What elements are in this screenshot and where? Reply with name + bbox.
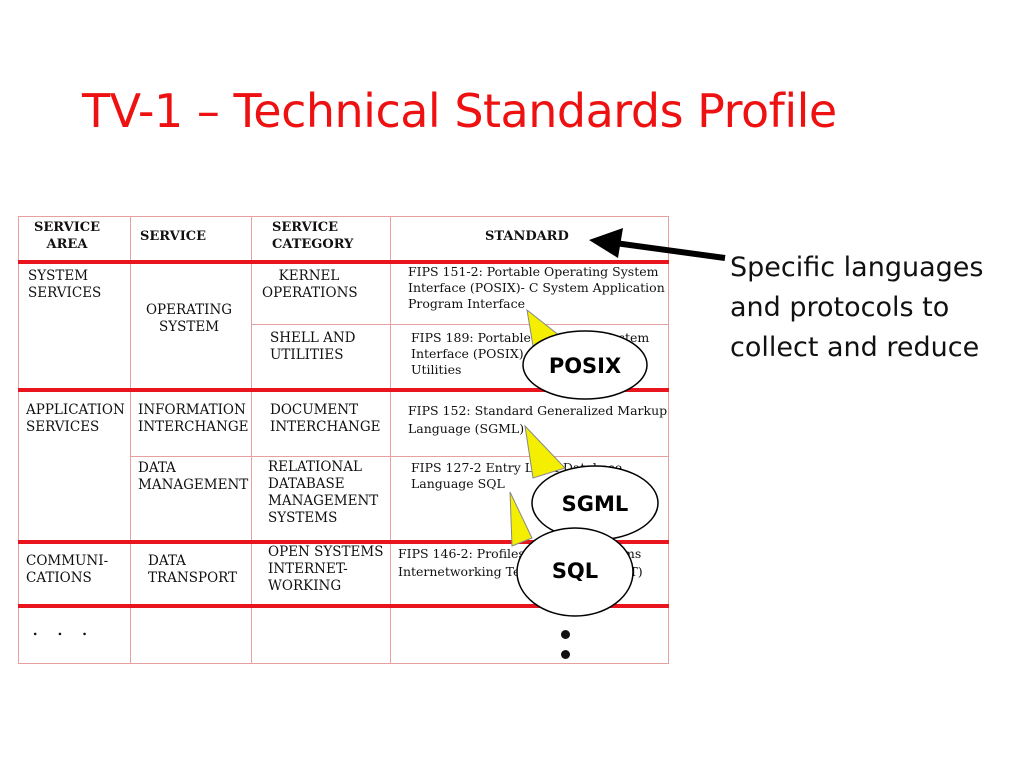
bullet-dot-1: [561, 630, 570, 639]
sql-callout: SQL: [509, 491, 634, 617]
annotation-line-2: and protocols to: [730, 292, 950, 323]
cell-area-communications: COMMUNI-CATIONS: [26, 553, 109, 586]
arrow-icon: [589, 228, 726, 261]
sgml-callout: SGML: [524, 424, 659, 541]
row-divider-data-mgmt: [130, 456, 669, 457]
annotation-line-1: Specific languages: [730, 252, 984, 283]
section-rule-1: [18, 388, 669, 392]
col-divider-3: [390, 216, 391, 664]
posix-label: POSIX: [549, 354, 621, 378]
posix-callout: POSIX: [522, 308, 648, 400]
sgml-label: SGML: [562, 492, 629, 516]
header-rule: [18, 260, 669, 264]
section-rule-3: [18, 604, 669, 608]
table-border-top: [18, 216, 669, 217]
header-standard: STANDARD: [485, 229, 569, 244]
col-divider-1: [130, 216, 131, 664]
annotation-text: Specific languages and protocols to coll…: [730, 248, 983, 368]
sql-label: SQL: [552, 559, 598, 583]
row-divider-shell: [251, 324, 669, 325]
section-rule-2: [18, 540, 669, 544]
col-divider-2: [251, 216, 252, 664]
cell-ellipsis: . . .: [32, 616, 94, 640]
bullet-dot-2: [561, 650, 570, 659]
header-service: SERVICE: [140, 229, 207, 244]
table-border-right: [668, 216, 669, 664]
table-border-bottom: [18, 663, 669, 664]
table-border-left: [18, 216, 19, 664]
annotation-line-3: collect and reduce: [730, 332, 980, 363]
slide-title: TV-1 – Technical Standards Profile: [82, 84, 837, 138]
